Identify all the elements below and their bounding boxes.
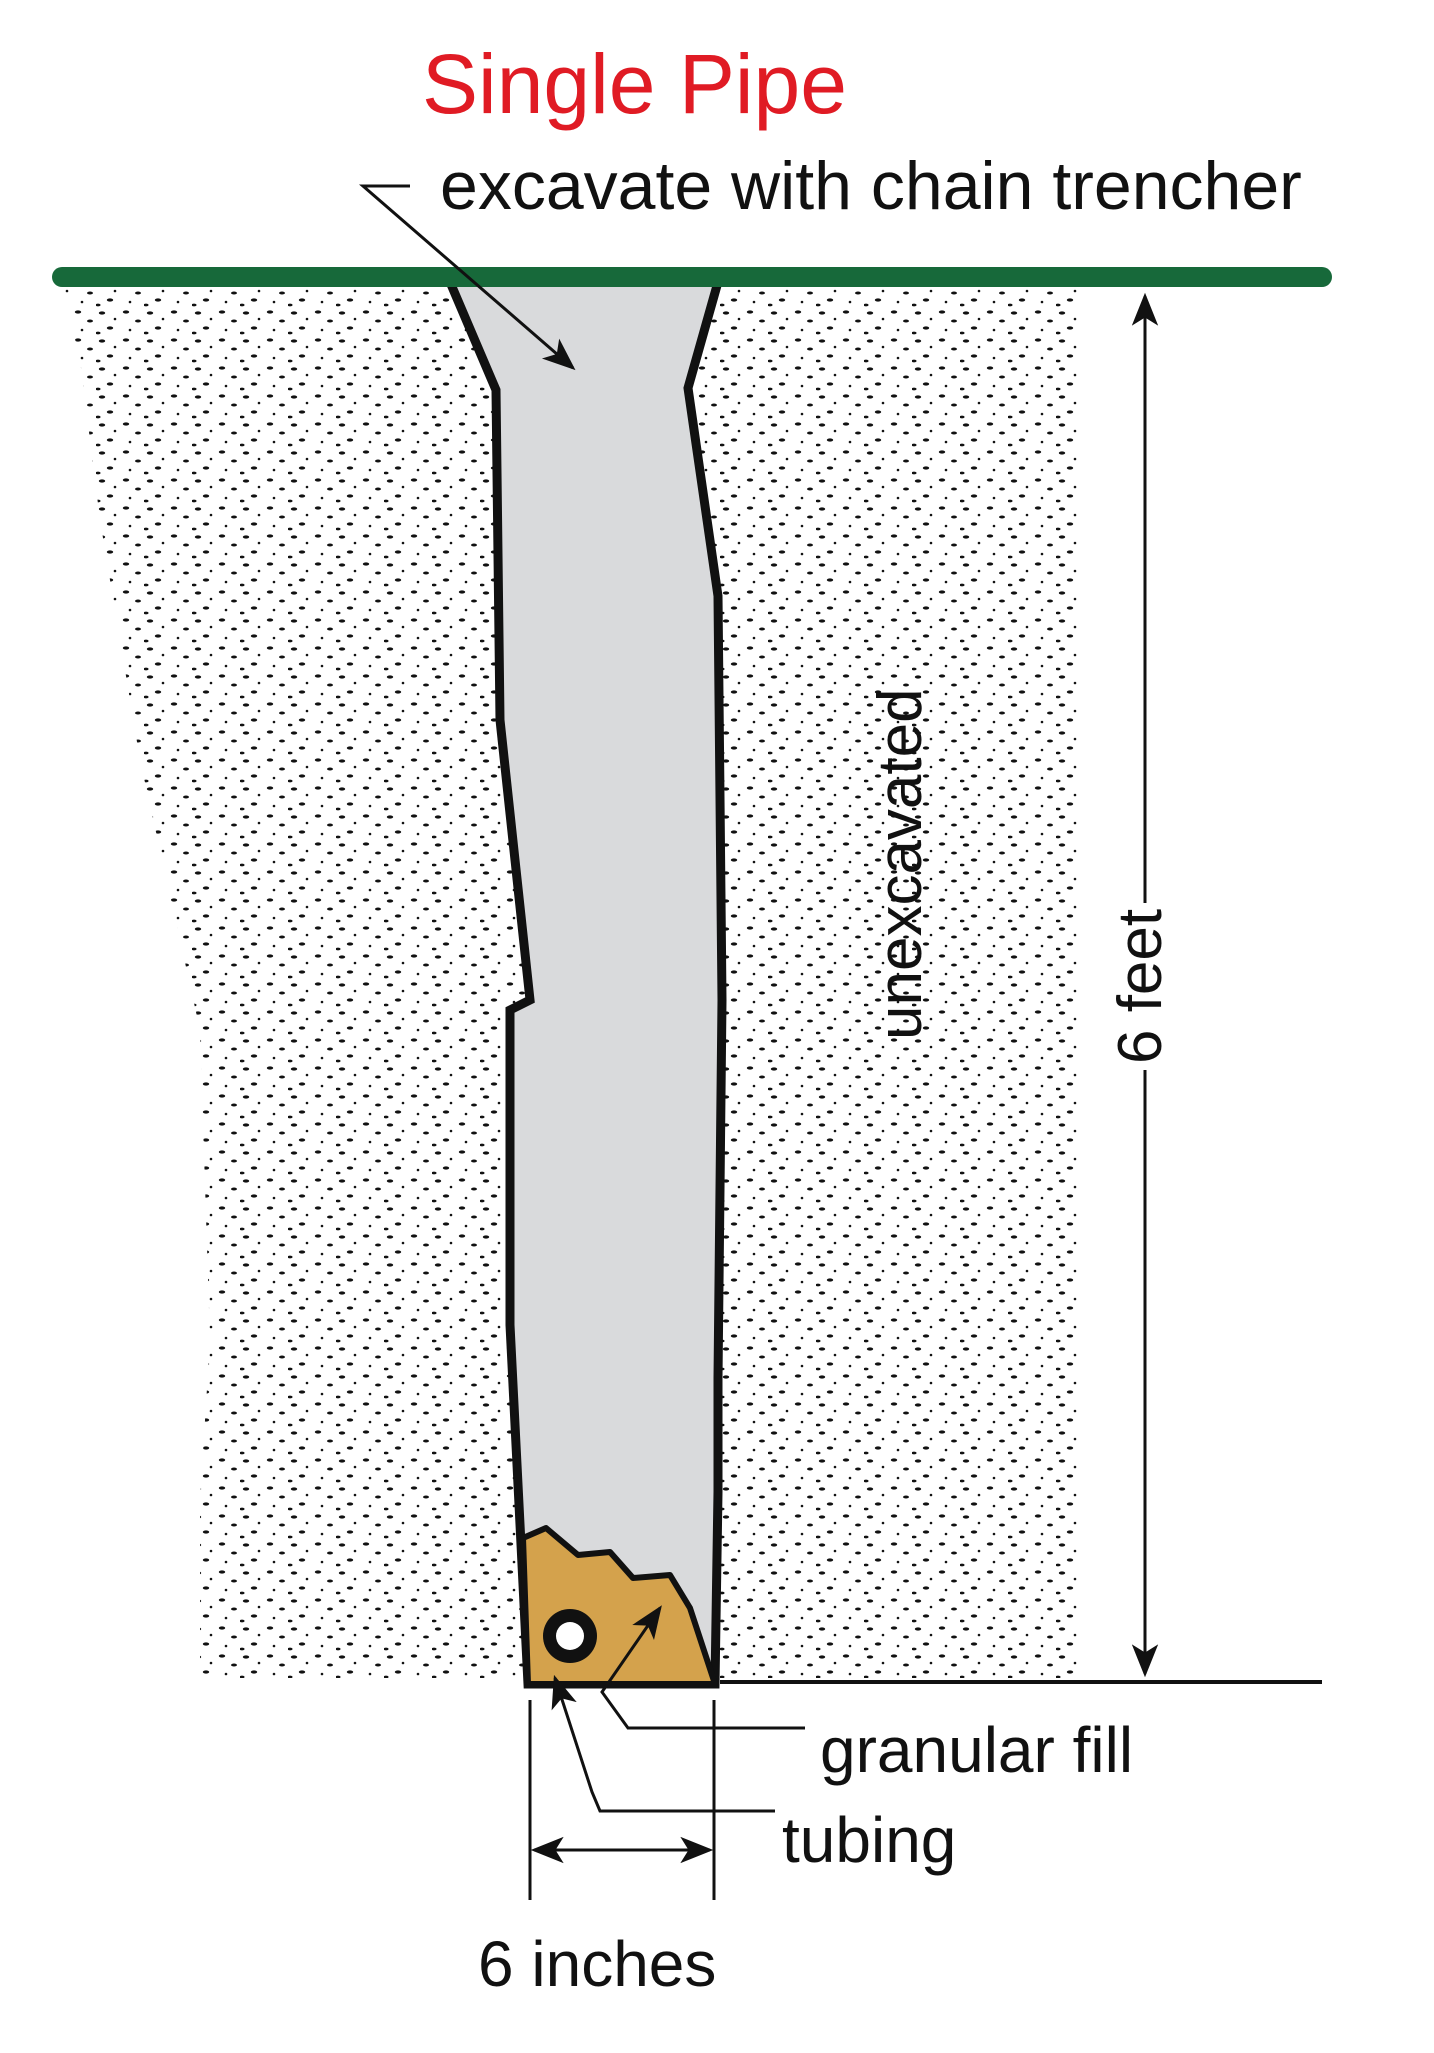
tubing-leader — [551, 1674, 775, 1813]
label-granular-fill: granular fill — [820, 1714, 1134, 1786]
granular-fill-leader — [600, 1605, 805, 1730]
label-depth: 6 feet — [1106, 902, 1175, 1070]
label-tubing: tubing — [782, 1804, 957, 1876]
excavate-leader — [358, 184, 576, 371]
tubing-icon — [543, 1609, 597, 1663]
label-excavate: excavate with chain trencher — [440, 148, 1302, 224]
label-width: 6 inches — [478, 1928, 717, 2000]
diagram-title: Single Pipe — [422, 37, 847, 131]
label-unexcavated: unexcavated — [866, 688, 935, 1040]
